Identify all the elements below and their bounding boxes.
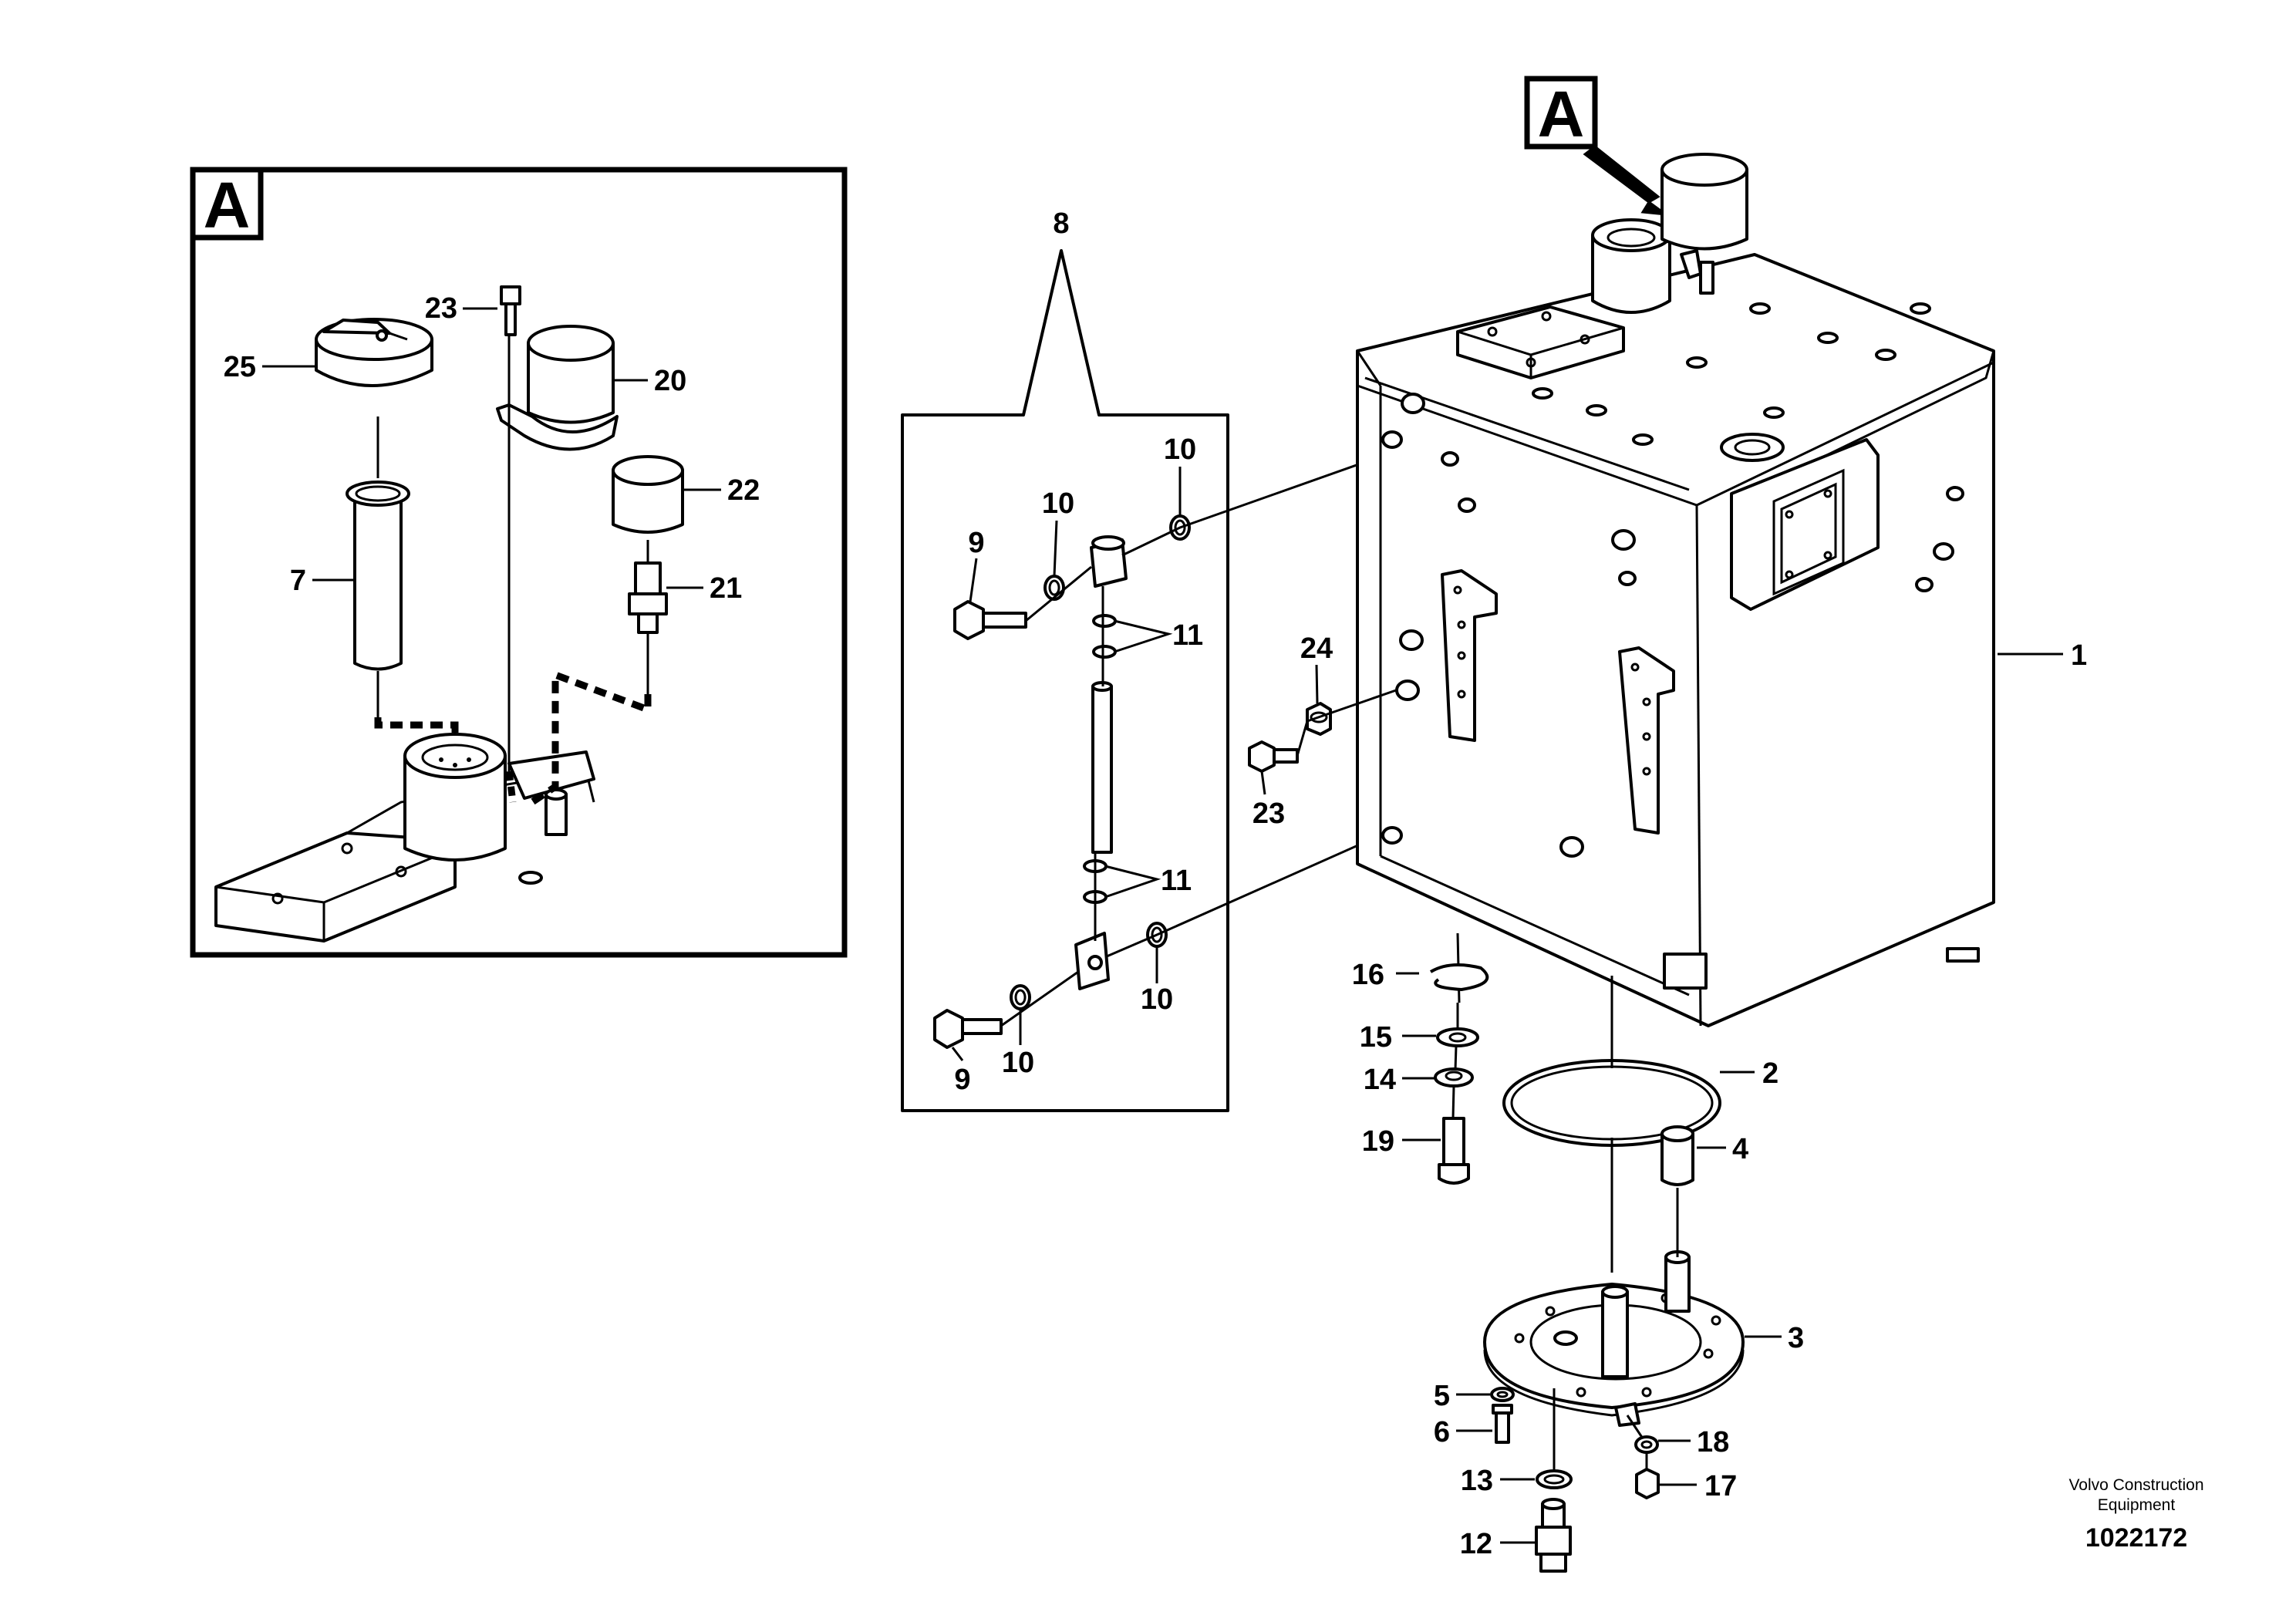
detail-label-box — [190, 167, 264, 241]
callout-14: 14 — [1364, 1064, 1396, 1096]
gauge-tube — [1091, 685, 1113, 854]
pointer-label-box — [1524, 76, 1598, 150]
callout-23-detail: 23 — [425, 292, 457, 325]
filler-strainer — [346, 481, 410, 671]
callout-21: 21 — [710, 572, 742, 605]
bolt-23-tank — [1248, 740, 1299, 773]
callout-12: 12 — [1460, 1528, 1492, 1560]
callout-10-c: 10 — [1141, 983, 1173, 1016]
callout-23-tank: 23 — [1253, 798, 1285, 830]
callout-18: 18 — [1697, 1426, 1729, 1458]
pointer-label: A — [1538, 78, 1585, 150]
detail-callouts: 23 25 20 22 7 21 — [224, 292, 760, 605]
gauge-bolt-upper — [953, 600, 1027, 640]
breather-base — [507, 750, 595, 885]
tank-top-plate — [214, 770, 595, 943]
filter-22 — [612, 455, 684, 534]
callout-24: 24 — [1300, 632, 1333, 665]
detail-label: A — [204, 169, 251, 241]
gauge-bolt-lower — [933, 1009, 1003, 1049]
callout-3: 3 — [1788, 1322, 1804, 1354]
filler-cap — [315, 318, 433, 387]
callout-13: 13 — [1461, 1465, 1493, 1497]
level-gauge-group: 8 — [901, 207, 1381, 1112]
callout-15: 15 — [1360, 1021, 1392, 1054]
adapter-4 — [1660, 1125, 1694, 1186]
callout-1: 1 — [2071, 639, 2087, 672]
callout-5: 5 — [1434, 1380, 1450, 1412]
company-name-line2: Equipment — [2098, 1496, 2176, 1514]
gauge-frame — [901, 249, 1229, 1112]
bottom-parts: 2 3 4 16 — [1352, 932, 1804, 1573]
hose-clamp-24 — [1306, 702, 1332, 736]
bolt-23-detail — [500, 285, 521, 336]
callout-25: 25 — [224, 351, 256, 383]
callout-20: 20 — [654, 365, 686, 397]
title-block: Volvo Construction Equipment 1022172 — [2068, 1476, 2203, 1553]
callout-4: 4 — [1732, 1133, 1748, 1165]
callout-17: 17 — [1704, 1470, 1737, 1502]
callout-8: 8 — [1053, 207, 1069, 240]
callout-22: 22 — [727, 474, 760, 507]
callout-19: 19 — [1362, 1125, 1394, 1158]
callout-7: 7 — [290, 565, 306, 597]
callout-11-upper: 11 — [1172, 619, 1203, 652]
callout-11-lower: 11 — [1161, 865, 1192, 897]
callout-10-d: 10 — [1002, 1047, 1034, 1079]
callout-9-lower: 9 — [954, 1064, 970, 1096]
drawing-number: 1022172 — [2085, 1523, 2187, 1553]
bolt-19 — [1438, 1117, 1470, 1185]
drain-plug-12 — [1535, 1498, 1572, 1573]
detail-view-a: A — [190, 167, 848, 958]
company-name-line1: Volvo Construction — [2068, 1476, 2203, 1494]
breather-filter — [496, 325, 619, 451]
callout-10-b: 10 — [1164, 433, 1196, 466]
callout-9-upper: 9 — [968, 527, 984, 559]
callout-2: 2 — [1762, 1057, 1778, 1090]
callout-10-a: 10 — [1042, 487, 1074, 520]
filler-neck — [403, 733, 507, 862]
hydraulic-tank: A — [1248, 76, 2087, 1027]
callout-6: 6 — [1434, 1416, 1450, 1448]
detail-assembly-lines — [374, 335, 652, 805]
callout-16: 16 — [1352, 959, 1384, 991]
